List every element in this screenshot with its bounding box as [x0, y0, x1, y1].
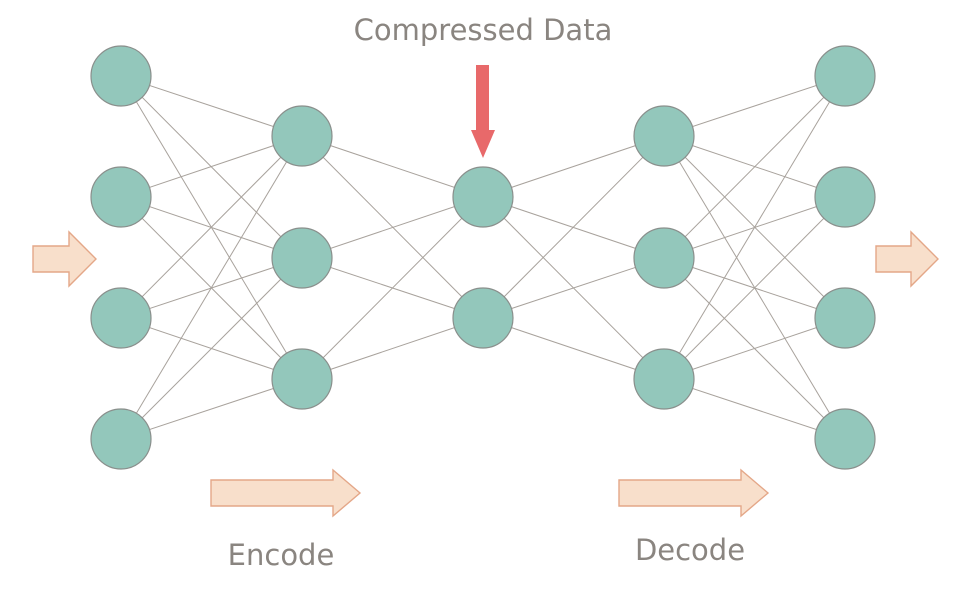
connection-edge	[120, 135, 303, 440]
compressed-data-arrow-icon	[471, 65, 495, 158]
neuron-node-layer3-2	[452, 287, 514, 349]
neuron-node-layer5-4	[814, 408, 876, 470]
decode-label: Decode	[635, 533, 745, 567]
compressed-data-label: Compressed Data	[354, 13, 613, 47]
neuron-node-layer5-1	[814, 45, 876, 107]
connection-edge	[663, 378, 846, 440]
encode-label: Encode	[228, 538, 335, 572]
neuron-node-layer5-3	[814, 287, 876, 349]
connection-edge	[482, 135, 665, 198]
neuron-node-layer1-1	[90, 45, 152, 107]
connection-edge	[663, 196, 846, 380]
neuron-node-layer4-1	[633, 105, 695, 167]
network-edges	[120, 75, 846, 440]
connection-edge	[482, 257, 665, 319]
connection-edge	[663, 317, 846, 380]
connection-edge	[301, 135, 484, 198]
connection-edge	[482, 135, 665, 319]
connection-edge	[120, 135, 303, 319]
connection-edge	[301, 196, 484, 380]
connection-edge	[120, 135, 303, 198]
connection-edge	[120, 257, 303, 440]
neuron-node-layer4-2	[633, 227, 695, 289]
neuron-node-layer2-2	[271, 227, 333, 289]
neuron-node-layer3-1	[452, 166, 514, 228]
connection-edge	[301, 317, 484, 380]
connection-edge	[120, 75, 303, 137]
input-arrow-icon	[32, 230, 97, 288]
neuron-node-layer1-2	[90, 166, 152, 228]
neuron-node-layer1-4	[90, 408, 152, 470]
encode-arrow-icon	[210, 468, 362, 518]
neuron-node-layer2-1	[271, 105, 333, 167]
neuron-node-layer4-3	[633, 348, 695, 410]
neuron-node-layer5-2	[814, 166, 876, 228]
network-nodes	[90, 45, 876, 470]
neuron-node-layer1-3	[90, 287, 152, 349]
connection-edge	[663, 75, 846, 259]
output-arrow-icon	[875, 230, 939, 288]
connection-edge	[301, 196, 484, 259]
connection-edge	[482, 317, 665, 380]
connection-edge	[120, 378, 303, 440]
decode-arrow-icon	[618, 468, 770, 518]
connection-edge	[663, 75, 846, 380]
connection-edge	[663, 75, 846, 137]
neuron-node-layer2-3	[271, 348, 333, 410]
